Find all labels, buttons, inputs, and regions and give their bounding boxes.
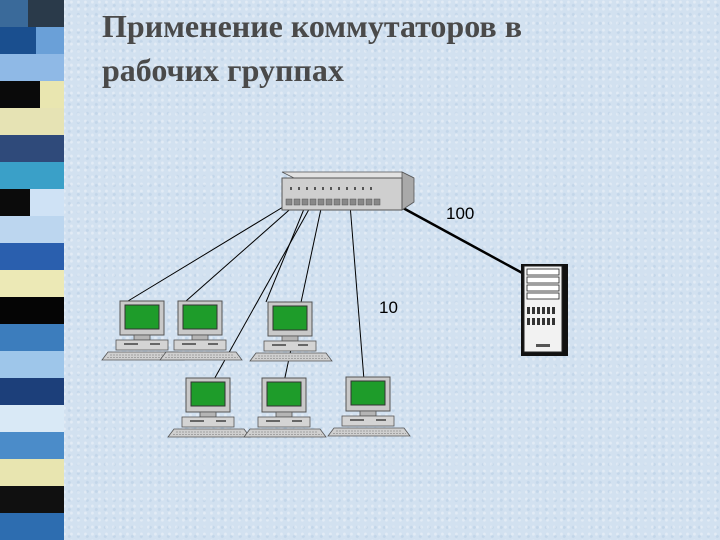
workstation-icon [243, 377, 327, 438]
uplink-server-link [391, 200, 527, 277]
link-ws-1 [127, 203, 289, 302]
workstation-icon [249, 301, 333, 362]
access-links [127, 203, 365, 384]
workstation-icon [101, 300, 185, 361]
link-ws-6 [349, 203, 365, 381]
link-ws-3 [265, 203, 307, 303]
link-ws-5 [283, 203, 323, 383]
link-ws-2 [185, 203, 297, 302]
access-speed-label: 10 [379, 298, 398, 317]
decorative-sidebar [0, 0, 66, 540]
title-line-1: Применение коммутаторов в [102, 8, 522, 44]
title-line-2: рабочих группах [102, 52, 344, 88]
workstation-icon [167, 377, 251, 438]
switch-icon [281, 171, 415, 211]
uplink-speed-label: 100 [446, 204, 475, 223]
slide-title: Применение коммутаторов в рабочих группа… [102, 4, 662, 92]
workstation-icon [327, 376, 411, 437]
server-icon [521, 264, 568, 356]
